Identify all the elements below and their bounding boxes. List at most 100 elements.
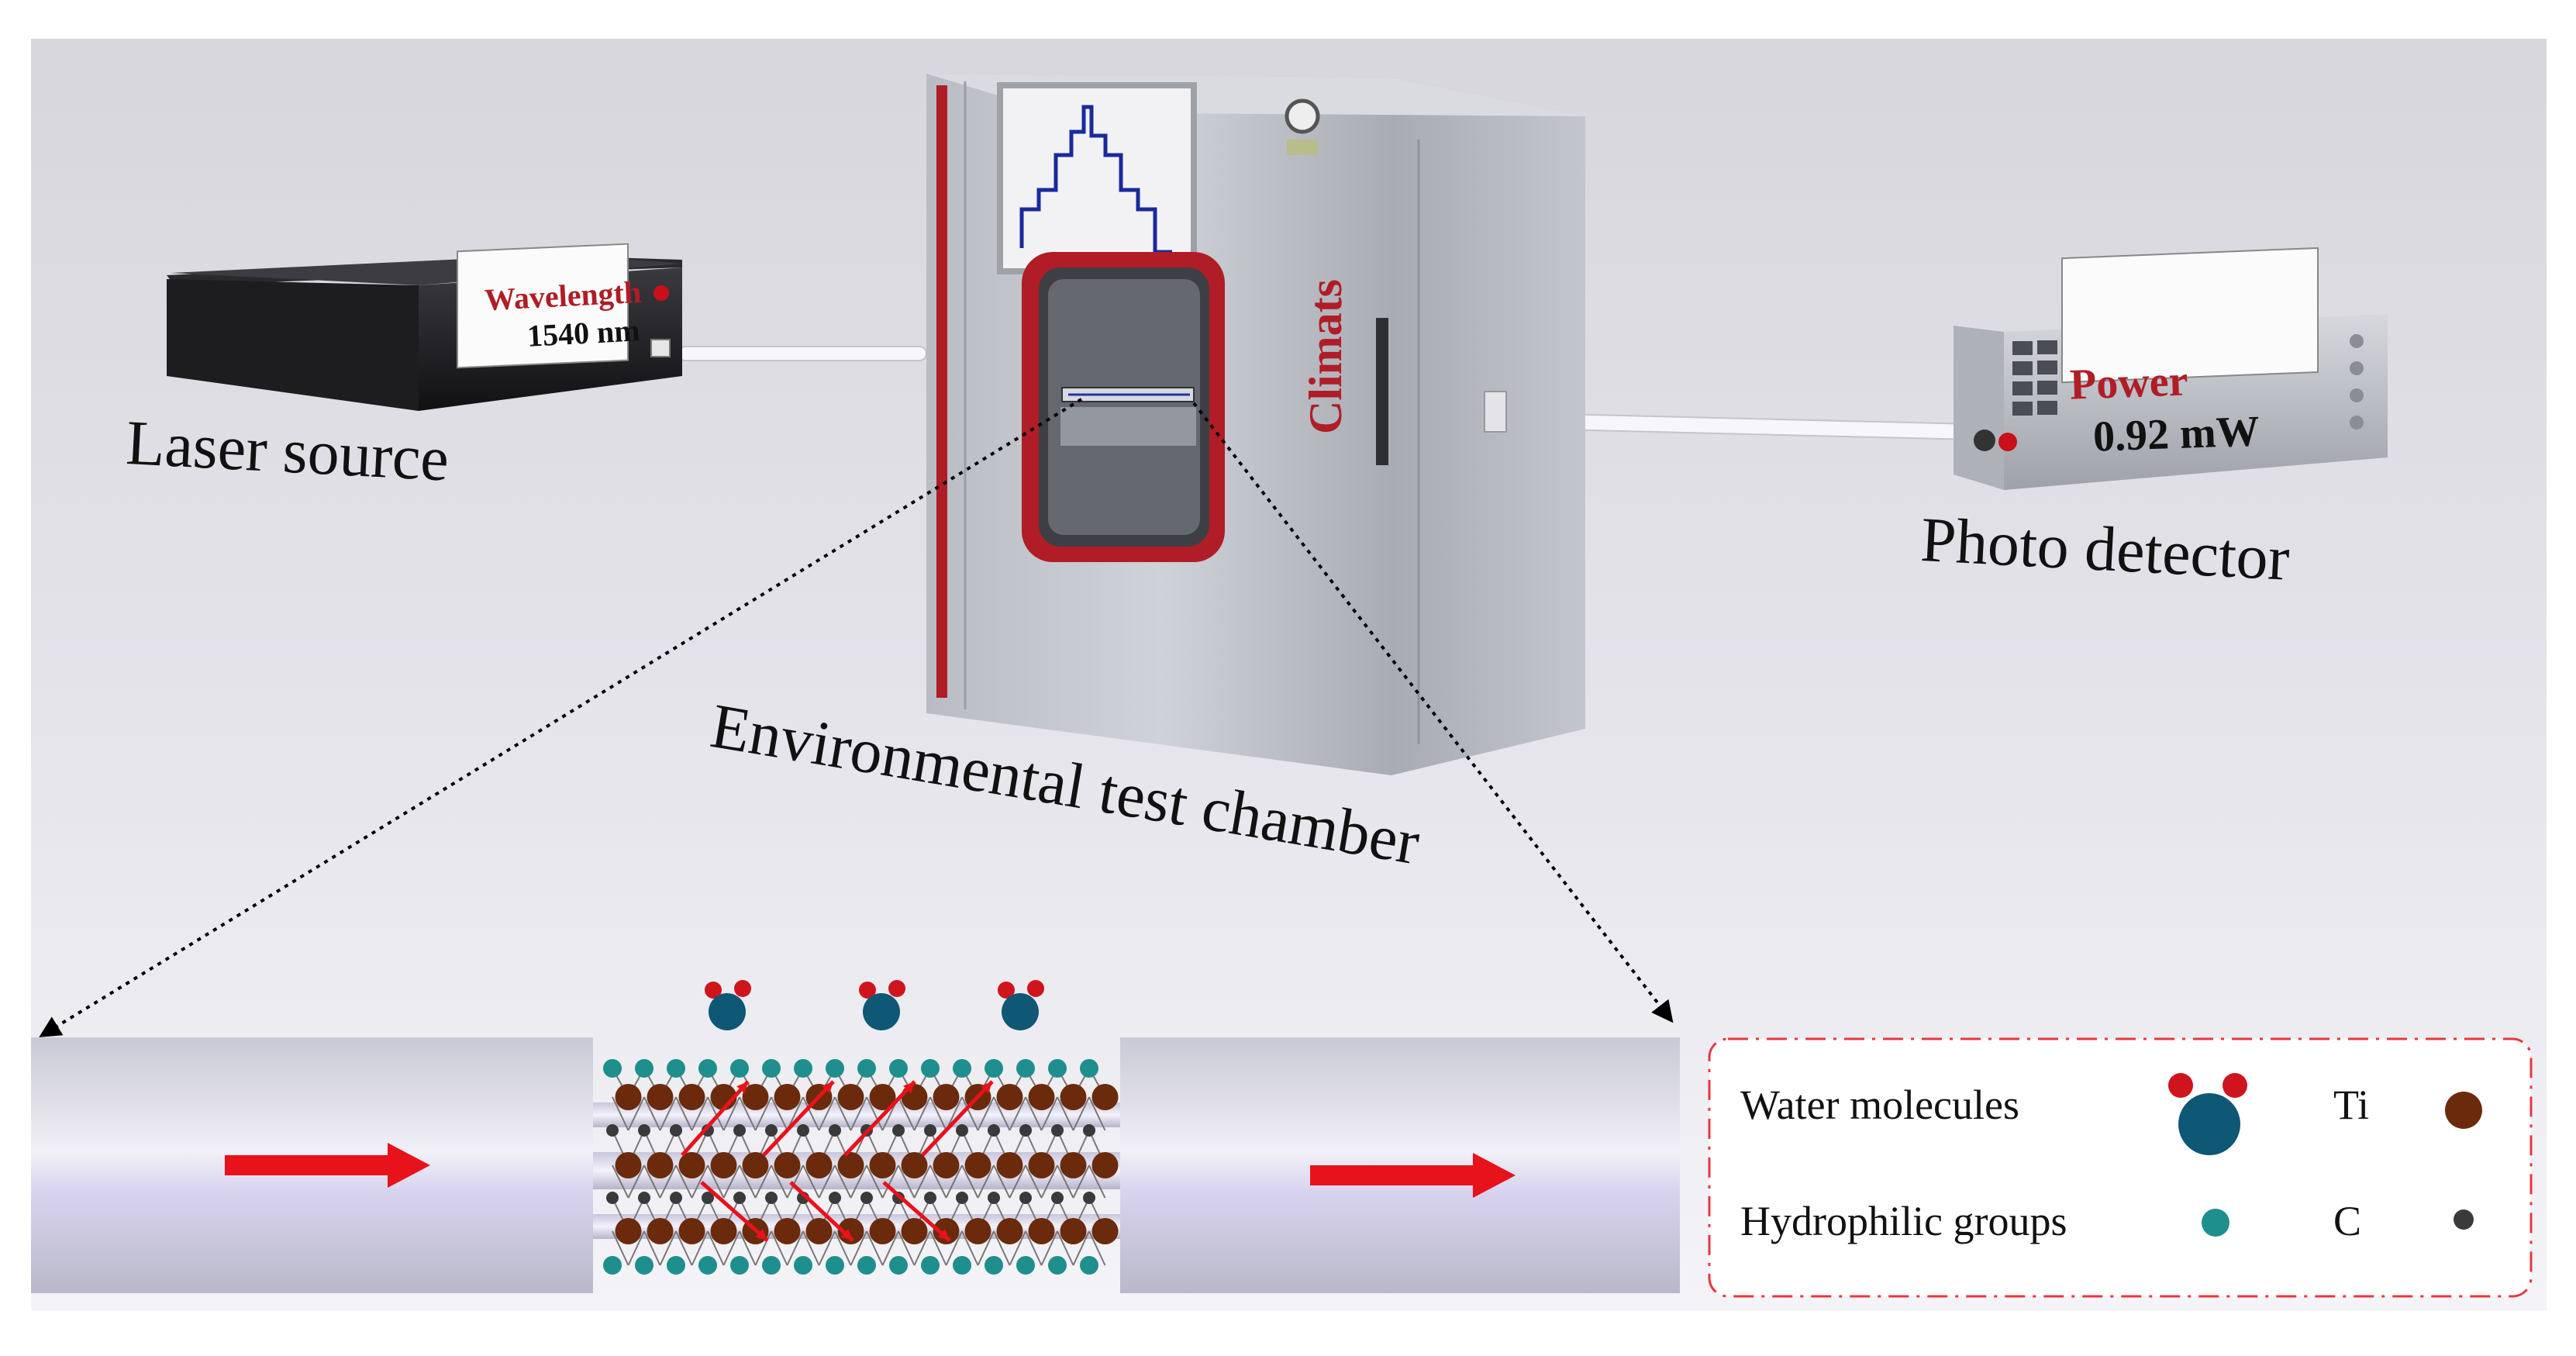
c-atom [670,1124,682,1137]
diffusion-arrowhead [903,1082,915,1094]
c-atom [733,1124,746,1137]
ti-atom [1060,1218,1087,1244]
detector-input-port [1974,430,1995,451]
c-atom [733,1192,746,1204]
lattice-bond [707,1165,725,1199]
hydrophilic-group [1080,1059,1098,1078]
ti-atom [647,1218,674,1244]
water-oxygen [1002,993,1039,1030]
c-atom [1083,1124,1095,1137]
lattice-bond [1025,1230,1043,1266]
lattice-bond [993,1096,1011,1131]
laser-power-button [653,285,669,301]
diffusion-arrow [700,1181,769,1242]
lattice-bond [691,1165,709,1199]
ti-atom [615,1084,642,1110]
c-atom [765,1192,778,1204]
lattice-bond [1072,1165,1090,1199]
c-atom [988,1192,1000,1204]
ti-atom [933,1218,960,1244]
diffusion-arrows [681,1080,994,1242]
diffusion-arrowhead [840,1229,853,1240]
lattice-bond [1009,1096,1026,1131]
hydrophilic-group [953,1059,971,1078]
legend-water-label: Water molecules [1740,1082,2019,1128]
lattice-bond [659,1096,677,1131]
ti-atom [742,1084,769,1110]
water-hydrogen [705,982,722,999]
ti-atom [837,1084,864,1110]
lattice-bond [659,1165,677,1199]
c-atom [860,1192,873,1204]
laser-source-label: Laser source [124,407,451,495]
lattice-bond [881,1165,899,1199]
lattice-bond [802,1165,820,1199]
water-oxygen [709,993,746,1030]
diffusion-arrowhead [822,1082,833,1094]
hydrophilic-group [635,1256,653,1275]
c-atom [765,1124,778,1137]
hydrophilic-group [889,1059,908,1078]
ti-atom [805,1152,833,1178]
legend-ti-label: Ti [2333,1082,2370,1128]
lattice-bond [866,1096,884,1131]
lattice-bond [802,1096,820,1131]
chamber-brand-label: Climats [1300,279,1351,434]
lattice-bond [1025,1096,1043,1131]
lattice-bond [818,1230,836,1266]
lattice-bond [1057,1230,1074,1266]
lattice-bond [754,1230,772,1266]
ti-atom [996,1218,1023,1244]
hydrophilic-group [603,1059,622,1078]
lattice-bond [771,1230,788,1266]
lattice-bond [1040,1165,1058,1199]
c-atom [1083,1192,1095,1204]
detector-display-title: Power [2068,357,2189,409]
detector-keypad [2012,340,2057,416]
lattice-bond [961,1230,979,1266]
ti-atom [615,1218,642,1244]
water-oxygen [863,993,900,1030]
lattice-bond [1088,1230,1106,1266]
legend-box [1708,1037,2533,1298]
lattice-bond [627,1096,645,1131]
ti-atom [901,1152,928,1178]
chamber-handle [1376,318,1388,465]
lattice-bond [675,1096,693,1131]
c-atom [988,1124,1000,1137]
ti-atom [964,1152,991,1178]
c-atom [829,1192,841,1204]
hydrophilic-group [1048,1059,1067,1078]
lattice-bond [929,1230,947,1266]
diffusion-arrow [882,1181,951,1242]
lattice-bond [1072,1096,1090,1131]
ti-atom [774,1152,801,1178]
ti-atom [615,1152,642,1178]
legend-c-label: C [2333,1198,2362,1244]
monitor-waveform [1019,105,1172,254]
lattice-bond [771,1165,788,1199]
laser-display-title: Wavelength [483,274,643,318]
c-atom [670,1192,682,1204]
lattice-bond [850,1230,867,1266]
diffusion-arrow [843,1080,916,1157]
diffusion-arrow [762,1080,835,1157]
water-molecules-top [705,980,1044,1030]
lattice-bond [1057,1096,1074,1131]
lattice-bond [786,1230,804,1266]
ti-atom [996,1084,1023,1110]
ti-atom [678,1218,705,1244]
detector-display-value: 0.92 mW [2091,407,2260,461]
lattice-bond [739,1165,757,1199]
c-atom [1019,1192,1032,1204]
ti-atom [1028,1218,1055,1244]
legend-hydrophilic-symbol [2202,1209,2229,1237]
lattice-bond [802,1230,820,1266]
lattice-bond [722,1230,740,1266]
lattice-bond [707,1230,725,1266]
chamber-indicator [1285,98,1320,134]
lattice-bond [612,1165,629,1199]
c-atom [829,1124,841,1137]
lattice-bond [898,1230,916,1266]
